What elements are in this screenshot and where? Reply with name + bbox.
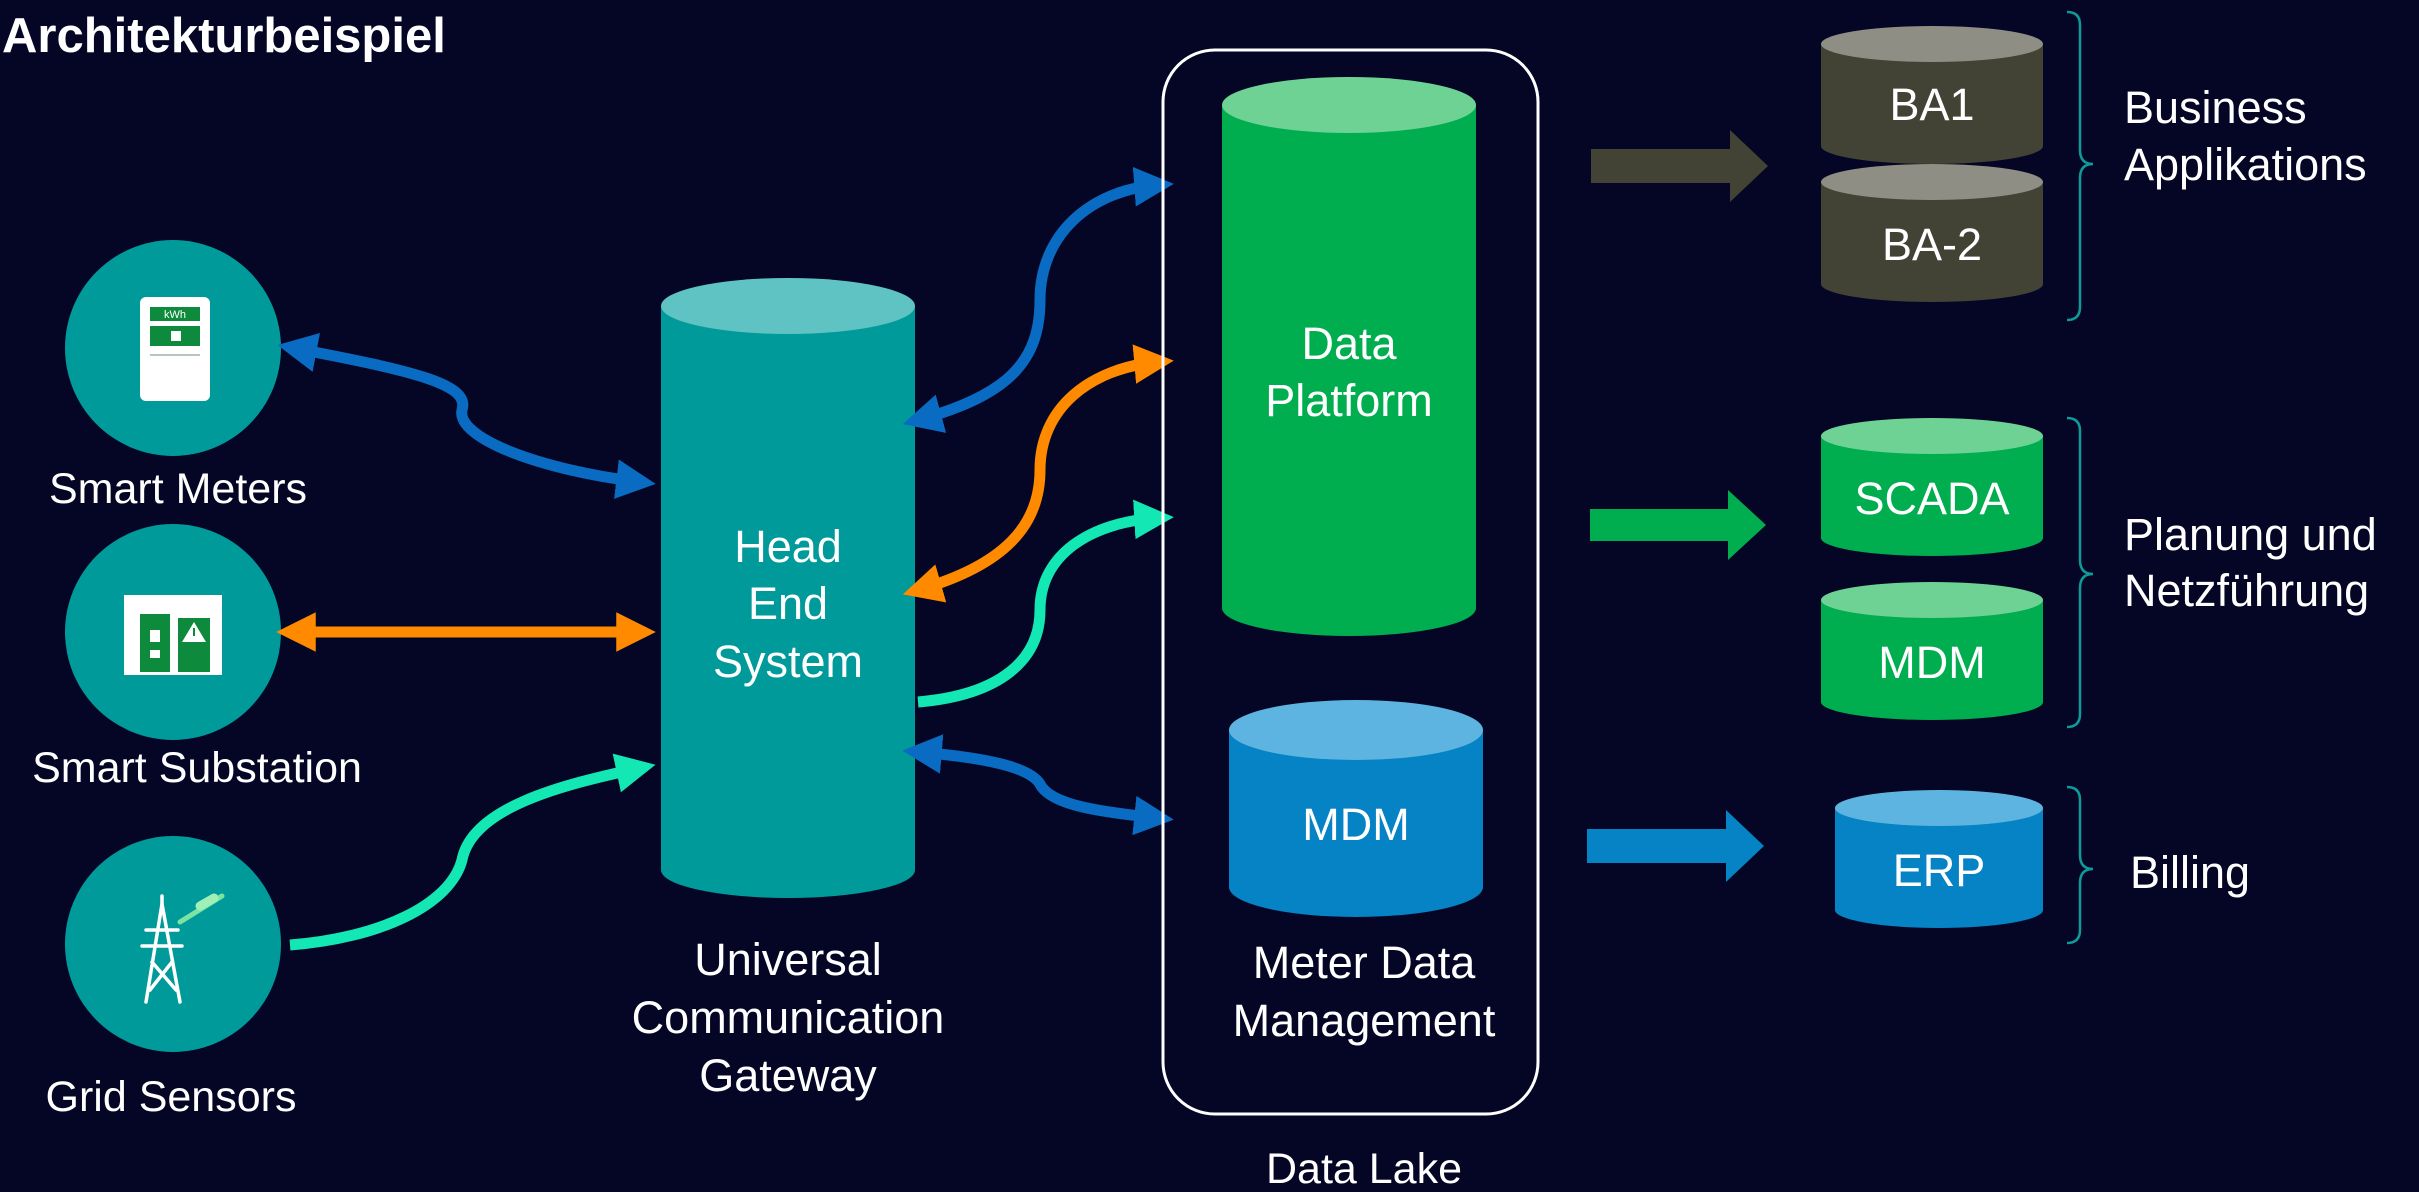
data-lake-container	[1161, 48, 1540, 1116]
billing-brace	[2066, 785, 2094, 945]
business-brace	[2066, 10, 2094, 322]
meter-data-caption-line-1: Meter Data	[1253, 937, 1477, 988]
power-tower-icon	[140, 893, 225, 1004]
smart-substation-label: Smart Substation	[32, 744, 362, 792]
head-end-line-3: System	[713, 636, 863, 687]
page-title: Architekturbeispiel	[2, 9, 446, 63]
data-lake-footer: Data Lake	[1266, 1145, 1462, 1192]
planning-label-line-2: Netzführung	[2124, 565, 2369, 616]
smart-meters-link-arrow	[277, 332, 656, 499]
gateway-caption-line-3: Gateway	[699, 1050, 877, 1101]
ba1-cylinder	[1821, 26, 2043, 164]
smart-meters-label: Smart Meters	[49, 465, 307, 513]
head-end-system-cylinder	[661, 278, 915, 898]
platform-link-arrow-blue	[902, 167, 1174, 433]
billing-label: Billing	[2130, 847, 2250, 898]
mdm-cylinder	[1229, 700, 1483, 917]
head-end-line-1: Head	[734, 521, 842, 572]
billing-block-arrow	[1587, 810, 1764, 882]
head-end-line-2: End	[748, 578, 828, 629]
grid-sensors-label: Grid Sensors	[46, 1073, 297, 1121]
data-platform-cylinder	[1222, 77, 1476, 636]
smart-meter-icon: kWh	[140, 297, 210, 401]
business-block-arrow	[1591, 130, 1768, 202]
planning-brace	[2066, 416, 2094, 729]
gateway-caption-line-2: Communication	[632, 992, 945, 1043]
business-label-line-2: Applikations	[2124, 139, 2367, 190]
device-smart-meters: kWh Smart Meters	[49, 240, 307, 513]
erp-cylinder	[1835, 790, 2043, 928]
scada-cylinder	[1821, 418, 2043, 556]
scada-label: SCADA	[1854, 473, 2009, 524]
grid-sensors-link-arrow	[289, 753, 656, 951]
data-platform-line-1: Data	[1301, 318, 1397, 369]
grid-sensors-circle	[65, 836, 281, 1052]
planning-label-line-1: Planung und	[2124, 509, 2377, 560]
planning-mdm-label: MDM	[1878, 637, 1985, 688]
device-grid-sensors: Grid Sensors	[46, 836, 297, 1121]
data-platform-line-2: Platform	[1265, 375, 1433, 426]
meter-data-caption-line-2: Management	[1233, 995, 1496, 1046]
ba1-label: BA1	[1889, 79, 1974, 130]
platform-link-arrow-orange	[902, 344, 1174, 603]
planning-block-arrow	[1590, 490, 1766, 560]
business-label-line-1: Business	[2124, 82, 2307, 133]
platform-link-arrow-mint	[917, 499, 1174, 708]
meter-kwh-text: kWh	[164, 309, 186, 321]
planning-mdm-cylinder	[1821, 582, 2043, 720]
ba2-cylinder	[1821, 164, 2043, 302]
gateway-caption-line-1: Universal	[694, 934, 882, 985]
device-smart-substation: Smart Substation	[32, 524, 362, 792]
ba2-label: BA-2	[1882, 219, 1982, 270]
substation-icon	[124, 595, 222, 675]
erp-label: ERP	[1893, 845, 1986, 896]
mdm-link-arrow-blue	[902, 734, 1174, 836]
mdm-cylinder-label: MDM	[1302, 799, 1409, 850]
